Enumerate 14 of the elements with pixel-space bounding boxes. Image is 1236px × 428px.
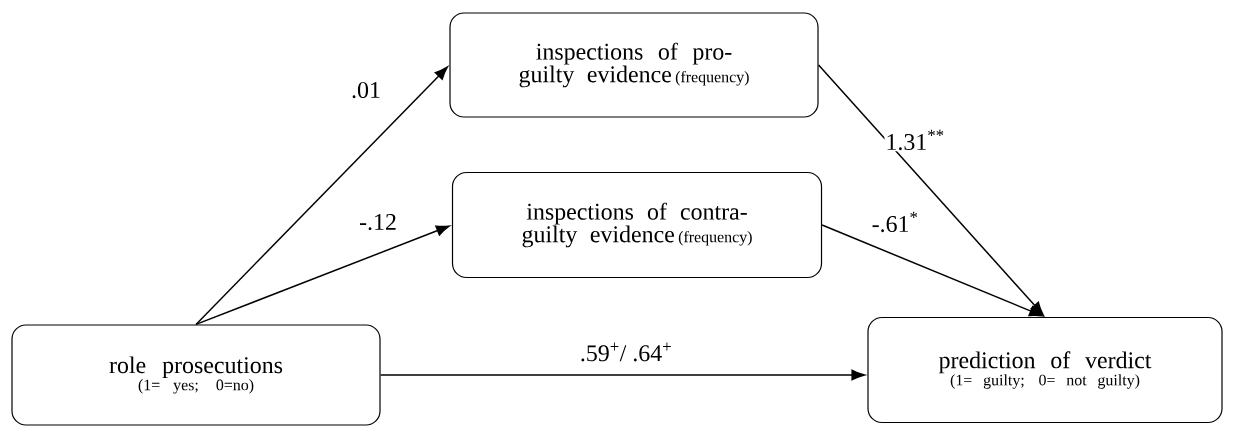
arrow bbox=[817, 64, 1044, 316]
edge-label: -.61$^{*}$ bbox=[870, 210, 920, 234]
edge-label: .59$^{+}$/ .64$^{+}$ bbox=[578, 341, 674, 363]
arrow bbox=[821, 224, 1043, 317]
process-box: inspections of pro-guilty evidence (frequency) bbox=[449, 12, 819, 118]
process-box: role prosecutions (1= yes; 0=no) bbox=[11, 324, 381, 426]
edge-label: -.12 bbox=[358, 212, 398, 232]
arrow bbox=[195, 66, 448, 326]
arrow bbox=[195, 225, 450, 326]
process-box: inspections of contra-guilty evidence (frequency) bbox=[451, 171, 823, 279]
process-box: prediction of verdict (1= guilty; 0= not guilty) bbox=[867, 316, 1223, 424]
edge-label: 1.31$^{**}$ bbox=[884, 128, 946, 152]
edge-label: .01 bbox=[350, 80, 382, 100]
arrow bbox=[379, 369, 866, 381]
